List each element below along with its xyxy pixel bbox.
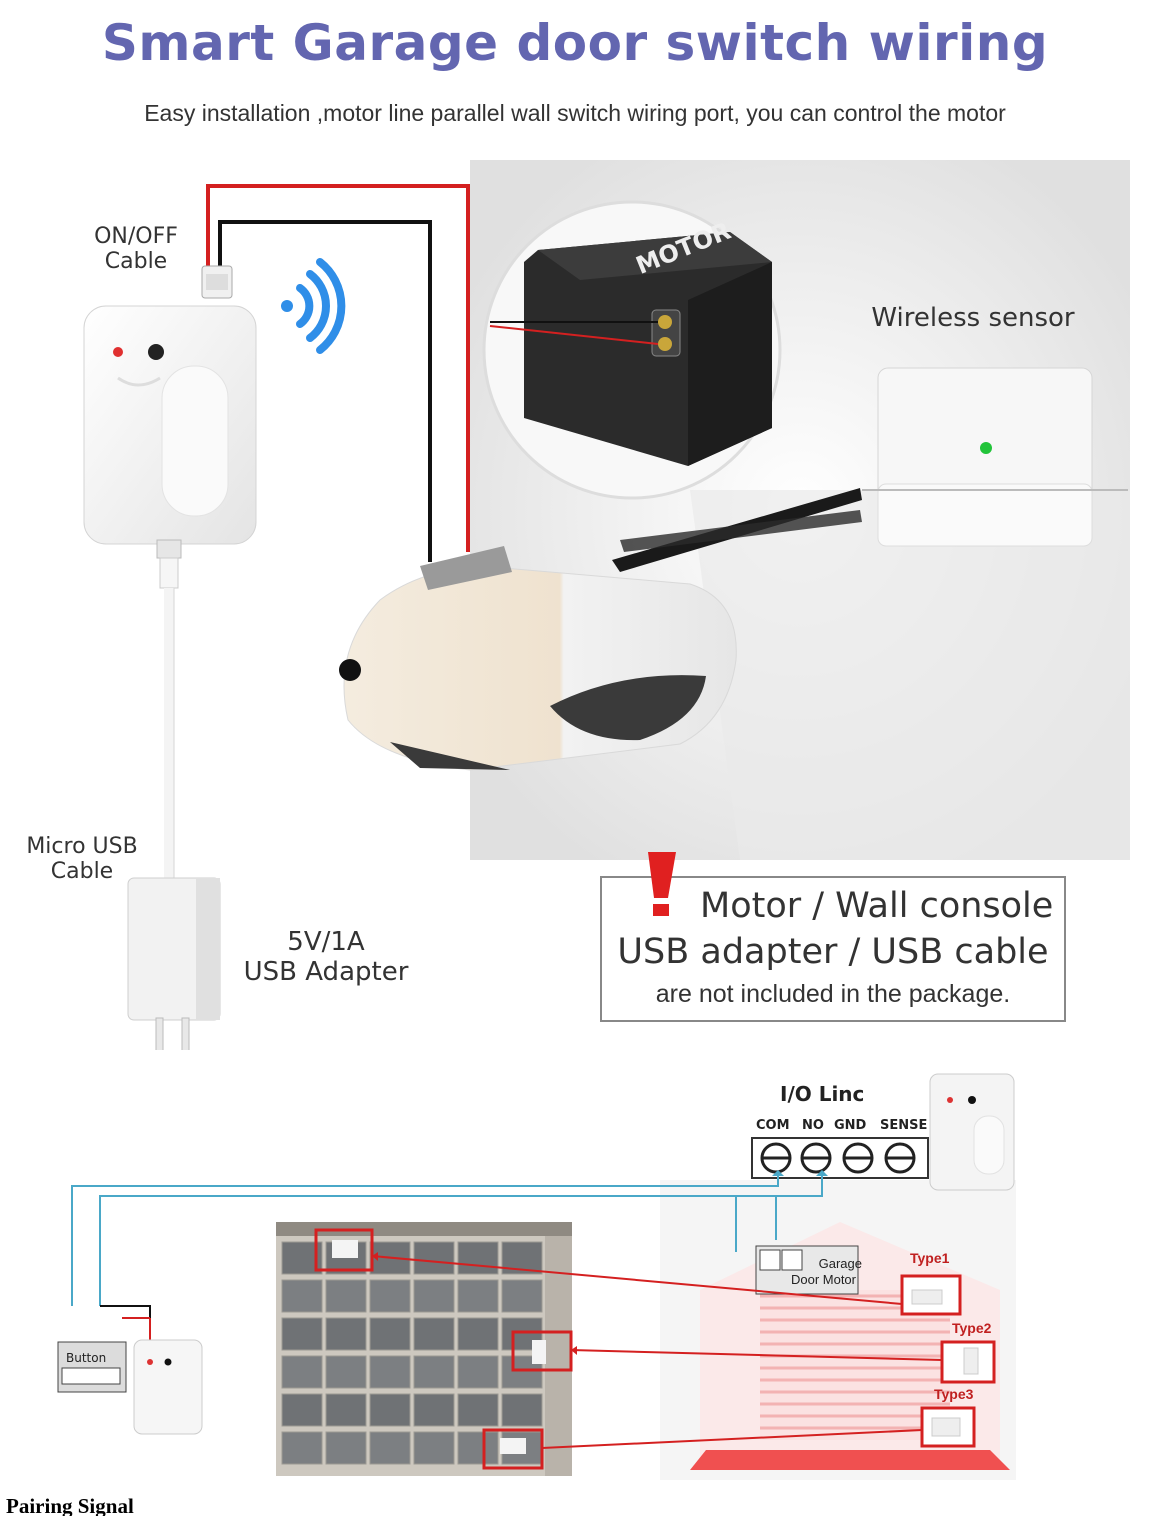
- type3-label: Type3: [934, 1386, 974, 1402]
- door-panel: [413, 1241, 455, 1275]
- warning-icon: [648, 852, 676, 916]
- terminal-label-com: COM: [756, 1118, 790, 1133]
- red-wire: [206, 184, 470, 552]
- link-line-2: [570, 1349, 943, 1361]
- door-panel: [413, 1431, 455, 1465]
- io-linc-title: I/O Linc: [780, 1082, 865, 1106]
- wiring-diagram: [57, 1073, 1016, 1480]
- door-panel: [281, 1317, 323, 1351]
- terminal-label-sense: SENSE: [880, 1118, 928, 1133]
- door-panel: [369, 1431, 411, 1465]
- photo-sensor-box-1: [314, 1228, 374, 1272]
- terminal-label-gnd: GND: [834, 1118, 867, 1133]
- door-panel: [281, 1279, 323, 1313]
- ceiling-edge: [690, 490, 1130, 860]
- door-panel: [457, 1393, 499, 1427]
- door-panel: [325, 1355, 367, 1389]
- door-panel: [369, 1393, 411, 1427]
- io-linc-module: [929, 1073, 1015, 1191]
- door-panel: [281, 1393, 323, 1427]
- type1-label: Type1: [910, 1250, 950, 1266]
- micro-usb-label: Micro USB Cable: [26, 834, 138, 885]
- door-panel: [413, 1393, 455, 1427]
- door-panel: [281, 1355, 323, 1389]
- door-panel: [457, 1241, 499, 1275]
- door-panel: [369, 1279, 411, 1313]
- photo-sensor-box-3: [482, 1428, 544, 1470]
- door-panel: [413, 1317, 455, 1351]
- pairing-signal-caption: Pairing Signal: [6, 1494, 134, 1516]
- door-panel: [501, 1393, 543, 1427]
- motor-callout: [482, 200, 782, 500]
- blue-wire-outer: [71, 1172, 779, 1306]
- door-panel: [501, 1279, 543, 1313]
- door-panel: [457, 1431, 499, 1465]
- motor-box-label: Garage Door Motor: [790, 1256, 862, 1287]
- door-panel: [281, 1431, 323, 1465]
- terminal-label-no: NO: [802, 1118, 824, 1133]
- door-panel: [325, 1279, 367, 1313]
- button-label: Button: [66, 1351, 107, 1365]
- notice-line-1: Motor / Wall console: [700, 886, 1054, 926]
- onoff-cable-label: ON/OFF Cable: [94, 224, 178, 275]
- controller-button: [148, 344, 164, 360]
- door-panel: [413, 1355, 455, 1389]
- notice-line-3: are not included in the package.: [655, 980, 1011, 1008]
- door-panel: [413, 1279, 455, 1313]
- door-panel: [369, 1317, 411, 1351]
- installation-illustration: [83, 160, 1130, 1050]
- usb-adapter: [127, 877, 221, 1050]
- left-controller-device: [133, 1339, 203, 1435]
- link-line-3: [541, 1429, 923, 1449]
- garage-door-opener: [339, 546, 737, 771]
- door-panel: [369, 1355, 411, 1389]
- page-title: Smart Garage door switch wiring: [101, 14, 1049, 72]
- wifi-signal-icon: [281, 258, 346, 354]
- door-panel: [457, 1317, 499, 1351]
- wireless-sensor-device: [862, 367, 1128, 547]
- door-panel: [325, 1431, 367, 1465]
- garage-door-photo: [276, 1222, 572, 1476]
- blue-wire-inner: [99, 1172, 823, 1306]
- type2-label: Type2: [952, 1320, 992, 1336]
- link-line-1: [371, 1255, 903, 1305]
- smart-controller: [83, 305, 257, 545]
- sensor-green-led: [980, 442, 992, 454]
- door-panel: [457, 1279, 499, 1313]
- garage-door-slats: [760, 1290, 950, 1440]
- notice-line-2: USB adapter / USB cable: [617, 932, 1049, 972]
- door-panel: [325, 1317, 367, 1351]
- door-panel: [325, 1393, 367, 1427]
- notice-box: Motor / Wall console USB adapter / USB c…: [600, 852, 1066, 1022]
- door-panel: [457, 1355, 499, 1389]
- page-subtitle: Easy installation ,motor line parallel w…: [144, 100, 1006, 126]
- usb-adapter-label: 5V/1A USB Adapter: [243, 927, 409, 987]
- black-wire: [218, 220, 432, 562]
- wireless-sensor-label: Wireless sensor: [871, 303, 1075, 333]
- controller-red-led: [113, 347, 123, 357]
